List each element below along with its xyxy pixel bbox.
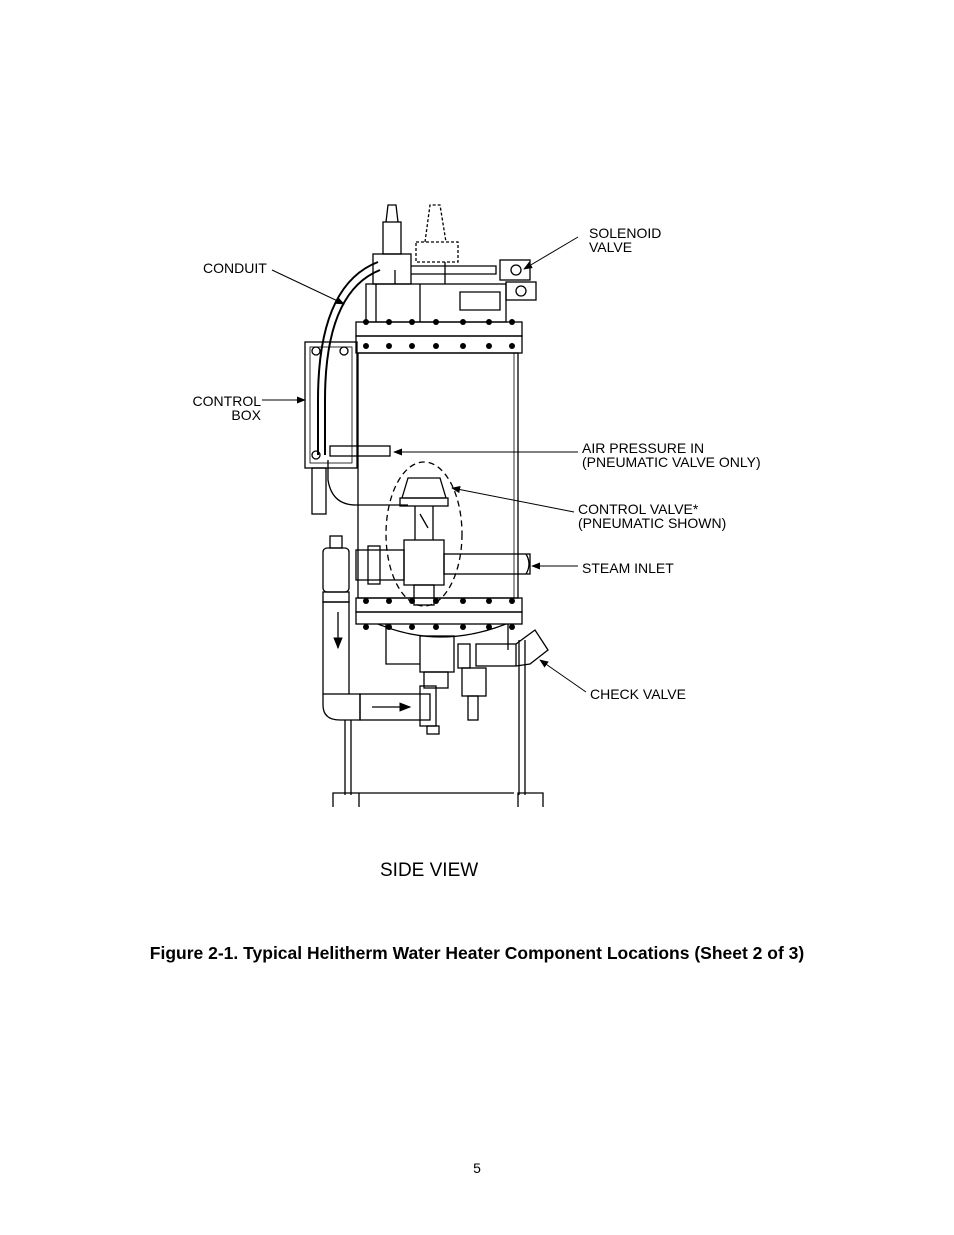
leader-conduit	[271, 269, 345, 305]
flange-bolts	[363, 319, 515, 630]
control-box	[304, 341, 358, 469]
view-title: SIDE VIEW	[380, 860, 479, 881]
control-valve-label: CONTROL VALVE*(PNEUMATIC SHOWN)	[578, 501, 727, 531]
vessel-shell	[357, 352, 519, 599]
leader-control-valve	[451, 486, 575, 513]
control-valve-actuator	[401, 477, 447, 499]
solenoid-valve-body	[499, 259, 531, 281]
base-frame	[332, 792, 544, 807]
air-pressure-label: AIR PRESSURE IN(PNEUMATIC VALVE ONLY)	[582, 440, 761, 470]
check-valve	[475, 643, 517, 667]
air-pressure-tube	[329, 445, 391, 457]
return-pipe	[322, 547, 350, 593]
control-valve-callout-ellipse	[385, 461, 463, 607]
page-number: 5	[473, 1160, 481, 1176]
steam-inlet-label: STEAM INLET	[582, 560, 674, 576]
check-valve-label: CHECK VALVE	[590, 686, 686, 702]
upper-flange	[355, 321, 523, 337]
figure-caption: Figure 2-1. Typical Helitherm Water Heat…	[149, 943, 805, 963]
leader-check-valve	[539, 659, 587, 693]
conduit-label: CONDUIT	[203, 260, 267, 276]
relief-valve	[382, 221, 402, 255]
conduit	[317, 261, 379, 455]
steam-inlet-pipe	[443, 553, 531, 575]
leader-solenoid	[523, 236, 579, 270]
